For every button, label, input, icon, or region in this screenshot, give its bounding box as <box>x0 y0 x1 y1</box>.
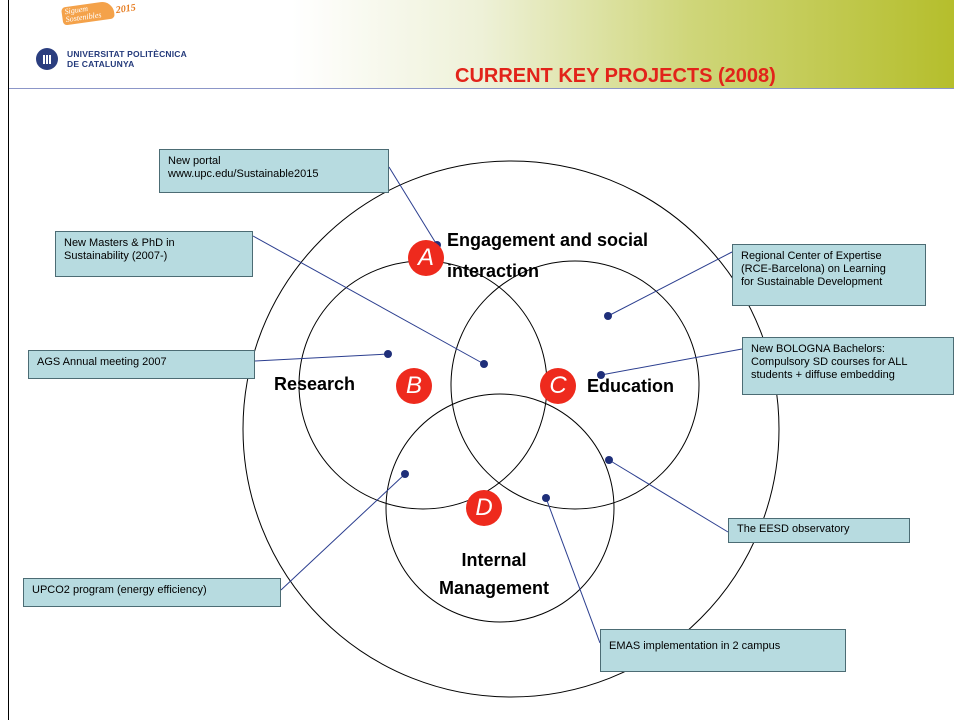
project-box-bologna: New BOLOGNA Bachelors: Compulsory SD cou… <box>742 337 954 395</box>
portal-line1: New portal <box>168 155 221 167</box>
connector-upco2 <box>280 473 406 591</box>
area-c-label: Education <box>587 376 675 396</box>
university-name: UNIVERSITAT POLITÈCNICA DE CATALUNYA <box>67 49 187 69</box>
area-d-marker: D <box>466 490 502 526</box>
rce-line3: for Sustainable Development <box>741 276 883 288</box>
dot-masters <box>480 360 488 368</box>
project-box-eesd: The EESD observatory <box>728 518 910 543</box>
eesd-label: The EESD observatory <box>737 523 850 535</box>
area-d-label-line2: Management <box>438 578 550 598</box>
header-banner <box>8 0 954 88</box>
dot-ags <box>384 350 392 358</box>
area-a-label-line2: interaction <box>447 261 540 281</box>
connector-eesd <box>608 459 729 533</box>
bologna-line3: students + diffuse embedding <box>751 369 895 381</box>
connector-lines <box>252 166 743 644</box>
area-a-label-line1: Engagement and social <box>447 230 649 250</box>
page-title: CURRENT KEY PROJECTS (2008) <box>455 65 776 87</box>
area-d-label-line1: Internal <box>461 550 527 570</box>
masters-line2: Sustainability (2007-) <box>64 250 168 262</box>
rce-line1: Regional Center of Expertise <box>741 250 882 262</box>
project-box-rce: Regional Center of Expertise (RCE-Barcel… <box>732 244 926 306</box>
connector-bologna <box>600 348 743 376</box>
project-box-upco2: UPCO2 program (energy efficiency) <box>23 578 281 607</box>
university-name-line2: DE CATALUNYA <box>67 59 135 69</box>
header-divider <box>8 88 954 89</box>
area-b-marker: B <box>396 368 432 404</box>
area-d-label: Internal Management <box>424 546 564 602</box>
area-a-marker: A <box>408 240 444 276</box>
area-a-label: Engagement and social interaction <box>447 225 648 287</box>
slide-left-border <box>8 0 9 720</box>
upco2-label: UPCO2 program (energy efficiency) <box>32 584 207 596</box>
circle-internal-management <box>385 393 615 623</box>
circle-engagement <box>242 160 780 698</box>
dot-bologna <box>597 371 605 379</box>
connector-portal <box>388 166 438 246</box>
connector-emas <box>545 497 601 644</box>
project-box-masters: New Masters & PhD in Sustainability (200… <box>55 231 253 277</box>
dot-upco2 <box>401 470 409 478</box>
circle-education <box>450 260 700 510</box>
masters-line1: New Masters & PhD in <box>64 237 175 249</box>
portal-line2: www.upc.edu/Sustainable2015 <box>168 168 319 180</box>
connector-masters <box>252 235 485 365</box>
university-seal-icon <box>36 48 58 70</box>
dot-rce <box>604 312 612 320</box>
connector-ags <box>254 353 389 362</box>
project-box-emas: EMAS implementation in 2 campus <box>600 629 846 672</box>
dot-eesd <box>605 456 613 464</box>
bologna-line1: New BOLOGNA Bachelors: <box>751 343 885 355</box>
ags-label: AGS Annual meeting 2007 <box>37 356 167 368</box>
project-box-portal: New portal www.upc.edu/Sustainable2015 <box>159 149 389 193</box>
university-name-line1: UNIVERSITAT POLITÈCNICA <box>67 49 187 59</box>
rce-line2: (RCE-Barcelona) on Learning <box>741 263 886 275</box>
connector-rce <box>607 251 733 317</box>
bologna-line2: Compulsory SD courses for ALL <box>751 356 908 368</box>
emas-label: EMAS implementation in 2 campus <box>609 640 781 652</box>
project-box-ags: AGS Annual meeting 2007 <box>28 350 255 379</box>
dot-emas <box>542 494 550 502</box>
area-b-label: Research <box>274 374 356 394</box>
area-c-marker: C <box>540 368 576 404</box>
